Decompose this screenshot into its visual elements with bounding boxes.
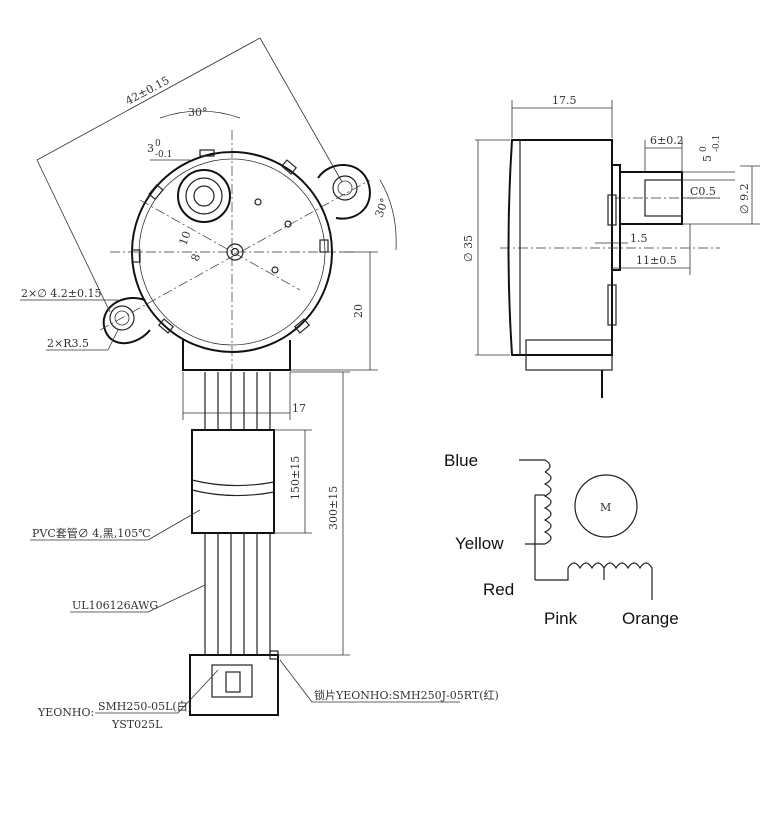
mount-hole-left-inner [114,310,130,326]
gear-boss-mid [185,177,223,215]
dim-shaft-offset-tol-bot: -0.1 [155,150,172,160]
mount-hole-right [332,175,358,201]
rim-tabs [131,149,329,334]
wire-label-orange: Orange [622,609,679,628]
dim-10: 10 [177,229,194,247]
pvc-sleeve [191,429,275,534]
label-lock: 锁片YEONHO:SMH250J-05RT(红) [314,688,499,702]
wire-label-pink: Pink [544,609,578,628]
mount-hole-right-inner [337,180,353,196]
label-pvc-sleeve: PVC套管∅ 4,黑,105℃ [32,526,151,540]
wire-label-blue: Blue [444,451,478,470]
dim-11: 11±0.5 [636,254,677,267]
motor-symbol-label: M [600,501,611,514]
gear-boss-outer [177,169,231,223]
wire-label-yellow: Yellow [455,534,504,553]
dim-shaft-od: ∅ 9.2 [738,183,751,214]
front-view: 42±0.15 30° 30° 3 0 -0.1 10 8 20 17 2×∅ … [20,37,397,420]
dim-angle-right: 30° [373,196,392,219]
label-brand: YEONHO: [37,706,94,719]
label-wire: UL106126AWG [72,599,158,612]
dim-20: 20 [352,304,365,318]
dim-depth: 17.5 [552,94,577,107]
wiring-diagram: M Blue Yellow Red Pink Orange [444,451,679,628]
label-connector-2: YST025L [111,718,163,731]
dim-cable-150: 150±15 [289,456,302,500]
wire-label-red: Red [483,580,514,599]
side-view: 17.5 ∅ 35 6±0.2 5 0 -0.1 C0.5 ∅ 9.2 1.5 … [462,94,760,398]
connector-housing [189,654,279,716]
dim-shaft-dia-base: 5 [701,155,714,162]
dim-17: 17 [292,402,306,415]
small-holes [254,198,292,274]
dim-chamfer: C0.5 [690,185,716,198]
dim-shaft-offset-tol-top: 0 [155,139,161,149]
dim-mount-radius: 2×R3.5 [47,337,89,350]
dim-shaft-offset: 3 [147,142,154,155]
dim-shaft-dia-bot: -0.1 [712,135,722,152]
mount-ear-left [102,297,151,345]
dim-shaft-dia-top: 0 [699,146,709,152]
label-connector-1: SMH250-05L(白) [98,699,192,713]
dim-body-dia: ∅ 35 [462,235,475,262]
dim-angle-top: 30° [188,106,208,119]
dim-1-5: 1.5 [630,232,648,245]
dim-cable-300: 300±15 [327,486,340,530]
dim-8: 8 [189,252,204,263]
cable-assembly: 150±15 300±15 PVC套管∅ 4,黑,105℃ UL106126AW… [30,371,499,731]
mount-ear-right [317,164,371,220]
mount-hole-left [109,305,135,331]
dim-mount-holes: 2×∅ 4.2±0.15 [21,287,102,300]
wire-exit-neck [182,340,291,371]
dim-shaft-flat: 6±0.2 [650,134,684,147]
motor-symbol [574,474,638,538]
gear-boss-inner [193,185,215,207]
side-body [507,139,613,356]
